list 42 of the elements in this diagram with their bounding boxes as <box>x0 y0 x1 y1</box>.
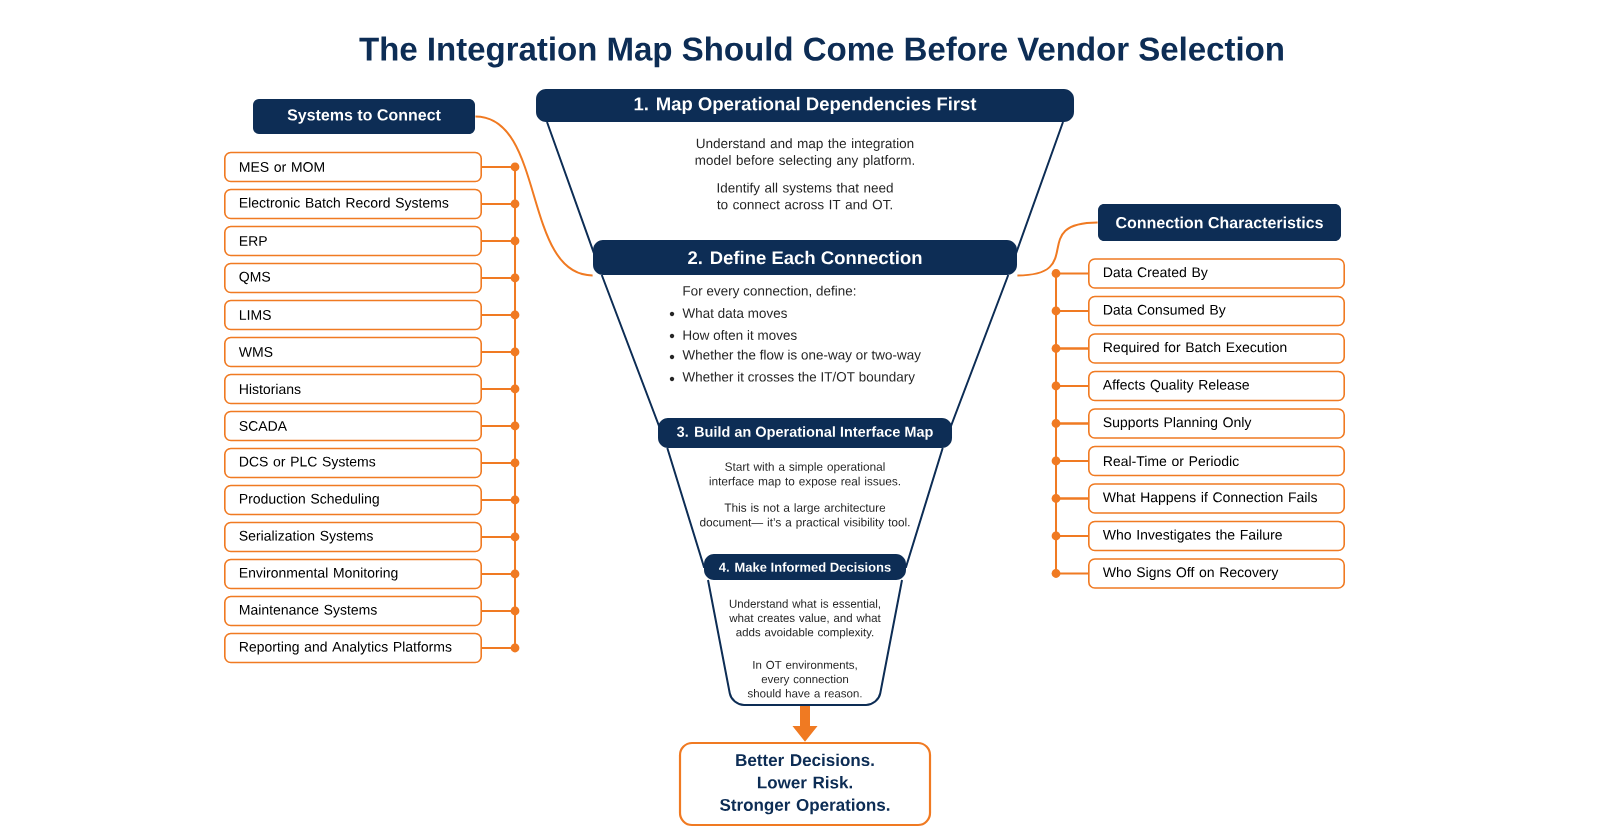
description-text: Whether it crosses the IT/OT boundary <box>682 371 915 385</box>
list-item-box: WMS <box>224 336 482 368</box>
list-item-box: Reporting and Analytics Platforms <box>224 632 482 664</box>
list-item-box: Supports Planning Only <box>1088 408 1345 439</box>
description-text: Whether the flow is one-way or two-way <box>682 349 921 363</box>
stage-header: 4. Make Informed Decisions <box>704 554 906 580</box>
list-item-box: Environmental Monitoring <box>224 558 482 590</box>
section-header: Connection Characteristics <box>1098 204 1341 241</box>
description-text: What data moves <box>682 308 787 318</box>
list-item-box: Historians <box>224 373 482 405</box>
stage-header: 1. Map Operational Dependencies First <box>536 89 1074 122</box>
description-text: Identify all systems that need to connect across IT and OT. <box>717 182 893 210</box>
section-header: Systems to Connect <box>253 99 475 134</box>
list-item-box: Required for Batch Execution <box>1088 333 1345 364</box>
list-item-box: Data Created By <box>1088 258 1345 289</box>
list-item-box: Who Signs Off on Recovery <box>1088 558 1345 589</box>
list-item-box: ERP <box>224 225 482 257</box>
description-text: Start with a simple operational interface map to expose real issues. <box>709 462 900 488</box>
list-item-box: SCADA <box>224 410 482 442</box>
list-item-box: Electronic Batch Record Systems <box>224 188 482 220</box>
description-text: How often it moves <box>683 330 797 340</box>
stage-header: 2. Define Each Connection <box>593 240 1017 275</box>
list-item-box: What Happens if Connection Fails <box>1088 483 1345 514</box>
list-item-box: MES or MOM <box>224 151 482 183</box>
list-item-box: DCS or PLC Systems <box>224 447 482 479</box>
title: The Integration Map Should Come Before Vendor Selection <box>359 36 1283 68</box>
list-item-box: LIMS <box>224 299 482 331</box>
description-text: Understand and map the integration model before selecting any platform. <box>695 138 915 168</box>
description-text: For every connection, define: <box>683 285 856 299</box>
list-item-box: Data Consumed By <box>1088 295 1345 327</box>
stage-header: 3. Build an Operational Interface Map <box>658 418 952 448</box>
list-item-box: Real-Time or Periodic <box>1088 445 1345 477</box>
list-item-box: QMS <box>224 262 482 294</box>
list-item-box: Affects Quality Release <box>1088 370 1345 402</box>
list-item-box: Maintenance Systems <box>224 595 482 627</box>
list-item-box: Who Investigates the Failure <box>1088 520 1345 552</box>
description-text: This is not a large architecture document— it’s a practical visibility tool. <box>700 503 910 529</box>
description-text: In OT environments, every connection should have a reason. <box>747 660 862 698</box>
description-text: Understand what is essential, what creates value, and what adds avoidable complexity. <box>729 599 881 639</box>
outcome-box: Better Decisions. Lower Risk. Stronger Operations. <box>678 741 932 827</box>
list-item-box: Serialization Systems <box>224 521 482 553</box>
list-item-box: Production Scheduling <box>224 484 482 516</box>
